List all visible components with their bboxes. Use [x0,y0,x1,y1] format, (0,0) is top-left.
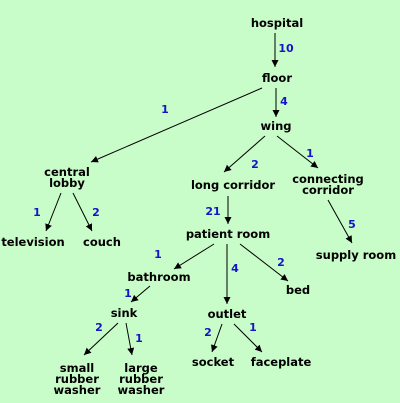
edge-arrow [125,322,135,356]
edge-arrow [233,323,263,353]
edge-arrow [211,323,223,353]
edge-outlet-to-socket: 2 [204,323,223,353]
edge-arrow [72,192,93,232]
edge-arrow [327,199,353,244]
edge-count-label: 1 [135,332,143,345]
node-label-line: connecting [292,172,364,186]
edge-count-label: 2 [251,158,259,171]
edge-arrow [83,322,119,356]
edge-count-label: 1 [161,103,169,116]
edge-arrow [276,135,319,169]
edge-count-label: 1 [154,248,162,261]
edge-arrow [130,285,151,303]
edge-arrow [90,87,263,163]
node-label-line: socket [192,355,235,369]
node-supply-room: supply room [316,248,396,262]
node-label-line: washer [54,383,101,397]
node-television: television [1,235,64,249]
node-label-line: rubber [119,372,163,386]
node-long-corridor: long corridor [191,178,275,192]
node-label-line: outlet [208,307,247,321]
node-label-line: television [1,235,64,249]
edge-count-label: 10 [278,42,294,55]
node-label-line: sink [111,306,138,320]
edge-count-label: 1 [306,147,314,160]
edge-count-label: 5 [348,218,356,231]
node-label-line: lobby [49,176,85,190]
edge-long-corridor-to-patient-room: 21 [205,196,232,224]
node-floor: floor [262,71,292,85]
node-label-line: rubber [55,372,99,386]
node-patient-room: patient room [186,227,270,241]
edge-count-label: 1 [33,206,41,219]
edge-count-label: 2 [95,321,103,334]
node-label-line: large [124,361,158,375]
edge-wing-to-long-corridor: 2 [223,135,266,173]
edge-floor-to-wing: 4 [272,88,288,117]
edge-arrow [45,192,62,232]
node-socket: socket [192,355,235,369]
node-label-line: small [60,361,94,375]
node-label-line: bathroom [127,270,190,284]
edge-patient-room-to-bathroom: 1 [154,243,215,270]
node-wing: wing [261,119,292,133]
node-label-line: patient room [186,227,270,241]
edge-arrow [239,243,289,282]
edge-sink-to-large-rubber-washer: 1 [125,322,143,356]
node-label-line: faceplate [251,355,312,369]
edge-count-label: 21 [205,205,220,218]
node-label-line: bed [286,283,310,297]
node-label-line: supply room [316,248,396,262]
node-label-line: hospital [251,16,303,30]
edge-patient-room-to-bed: 2 [239,243,289,282]
edge-count-label: 2 [204,326,212,339]
edge-patient-room-to-outlet: 4 [223,244,239,304]
node-bathroom: bathroom [127,270,190,284]
node-sink: sink [111,306,138,320]
node-hospital: hospital [251,16,303,30]
edge-wing-to-connecting-corridor: 1 [276,135,319,169]
node-label-line: wing [261,119,292,133]
edge-outlet-to-faceplate: 1 [233,321,263,353]
node-faceplate: faceplate [251,355,312,369]
edge-sink-to-small-rubber-washer: 2 [83,321,119,356]
node-label-line: washer [118,383,165,397]
edge-count-label: 2 [277,256,285,269]
node-label-line: corridor [302,183,354,197]
node-label-line: long corridor [191,178,275,192]
edge-count-label: 1 [124,287,132,300]
edge-count-label: 1 [249,321,257,334]
node-bed: bed [286,283,310,297]
node-label-line: couch [83,235,121,249]
edge-hospital-to-floor: 10 [271,33,294,67]
edge-count-label: 2 [92,206,100,219]
node-outlet: outlet [208,307,247,321]
edge-arrow [173,243,215,270]
node-label-line: floor [262,71,292,85]
edge-count-label: 4 [231,262,239,275]
node-label-line: central [44,165,90,179]
edge-connecting-corridor-to-supply-room: 5 [327,199,356,244]
edge-floor-to-central-lobby: 1 [90,87,263,163]
node-couch: couch [83,235,121,249]
edge-central-lobby-to-television: 1 [33,192,62,232]
edge-count-label: 4 [280,95,288,108]
edge-bathroom-to-sink: 1 [124,285,151,303]
edge-central-lobby-to-couch: 2 [72,192,100,232]
edge-arrow [223,135,266,173]
